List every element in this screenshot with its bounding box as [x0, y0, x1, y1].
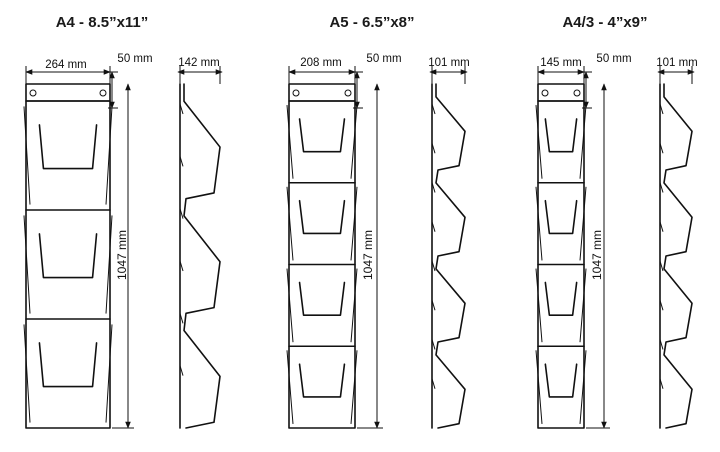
- side-tab-a4-3: [659, 300, 664, 311]
- side-tab-a4: [179, 103, 184, 115]
- side-tab-a5: [431, 378, 436, 389]
- side-tab-a5: [431, 260, 436, 272]
- pocket-front-a4: [38, 124, 98, 170]
- side-tab-a5: [431, 182, 436, 193]
- side-tab-a4-3: [659, 260, 664, 272]
- side-tab-a4: [179, 365, 184, 376]
- height-label-a5: 1047 mm: [361, 230, 375, 280]
- side-tab-a4-3: [659, 339, 664, 350]
- side-tab-a5: [431, 300, 436, 311]
- side-tab-a4-3: [659, 221, 664, 232]
- side-label-a4-3: 101 mm: [656, 57, 698, 69]
- pocket-front-a4: [38, 233, 98, 279]
- side-tab-a4: [179, 313, 184, 324]
- side-label-a4: 142 mm: [178, 57, 220, 69]
- pocket-front-a4-3: [544, 281, 578, 316]
- model-title-a4: A4 - 8.5”x11”: [55, 14, 149, 31]
- side-label-a5: 101 mm: [428, 57, 470, 69]
- pocket-side-edge-a5: [286, 350, 358, 424]
- height-label-a4: 1047 mm: [115, 230, 129, 280]
- side-tab-a4: [179, 260, 184, 272]
- side-tab-a5: [431, 339, 436, 350]
- pocket-front-a5: [298, 199, 346, 235]
- pocket-side-edge-a5: [286, 268, 358, 343]
- width-label-a4-3: 145 mm: [540, 57, 582, 69]
- side-profile-a4-3: [663, 83, 693, 429]
- pocket-side-edge-a4: [23, 215, 113, 314]
- pocket-side-edge-a4-3: [535, 350, 587, 424]
- depth-label-a5: 50 mm: [366, 53, 401, 65]
- pocket-side-edge-a5: [286, 105, 358, 179]
- pocket-side-edge-a4-3: [535, 268, 587, 343]
- mounting-bar-a4-3: [537, 83, 585, 102]
- side-tab-a5: [431, 103, 436, 115]
- pocket-front-a4-3: [544, 118, 578, 153]
- mount-hole-left-a5: [292, 89, 300, 97]
- model-title-a5: A5 - 6.5”x8”: [329, 14, 415, 31]
- side-tab-a4-3: [659, 143, 664, 154]
- side-tab-a4-3: [659, 103, 664, 115]
- side-tab-a5: [431, 221, 436, 232]
- depth-label-a4: 50 mm: [117, 53, 152, 65]
- pocket-side-edge-a5: [286, 186, 358, 261]
- side-tab-a4: [179, 156, 184, 167]
- pocket-side-edge-a4-3: [535, 105, 587, 179]
- mount-hole-right-a5: [344, 89, 352, 97]
- pocket-front-a4-3: [544, 363, 578, 398]
- pocket-front-a4: [38, 342, 98, 388]
- depth-label-a4-3: 50 mm: [596, 53, 631, 65]
- pocket-front-a5: [298, 281, 346, 316]
- pocket-side-edge-a4: [23, 324, 113, 423]
- width-label-a5: 208 mm: [300, 57, 342, 69]
- mount-hole-left-a4-3: [541, 89, 549, 97]
- mount-hole-left-a4: [29, 89, 37, 97]
- side-tab-a4-3: [659, 378, 664, 389]
- mount-hole-right-a4: [99, 89, 107, 97]
- model-title-a4-3: A4/3 - 4”x9”: [562, 14, 648, 31]
- pocket-front-a5: [298, 118, 346, 153]
- mount-hole-right-a4-3: [573, 89, 581, 97]
- pocket-front-a5: [298, 363, 346, 398]
- pocket-side-edge-a4: [23, 106, 113, 205]
- width-label-a4: 264 mm: [45, 59, 87, 71]
- front-panel-a4: [25, 100, 111, 429]
- pocket-side-edge-a4-3: [535, 186, 587, 261]
- height-label-a4-3: 1047 mm: [590, 230, 604, 280]
- side-profile-a4: [183, 83, 221, 429]
- side-tab-a5: [431, 143, 436, 154]
- pocket-front-a4-3: [544, 199, 578, 235]
- side-profile-a5: [435, 83, 466, 429]
- mounting-bar-a4: [25, 83, 111, 102]
- side-tab-a4: [179, 208, 184, 219]
- side-tab-a4-3: [659, 182, 664, 193]
